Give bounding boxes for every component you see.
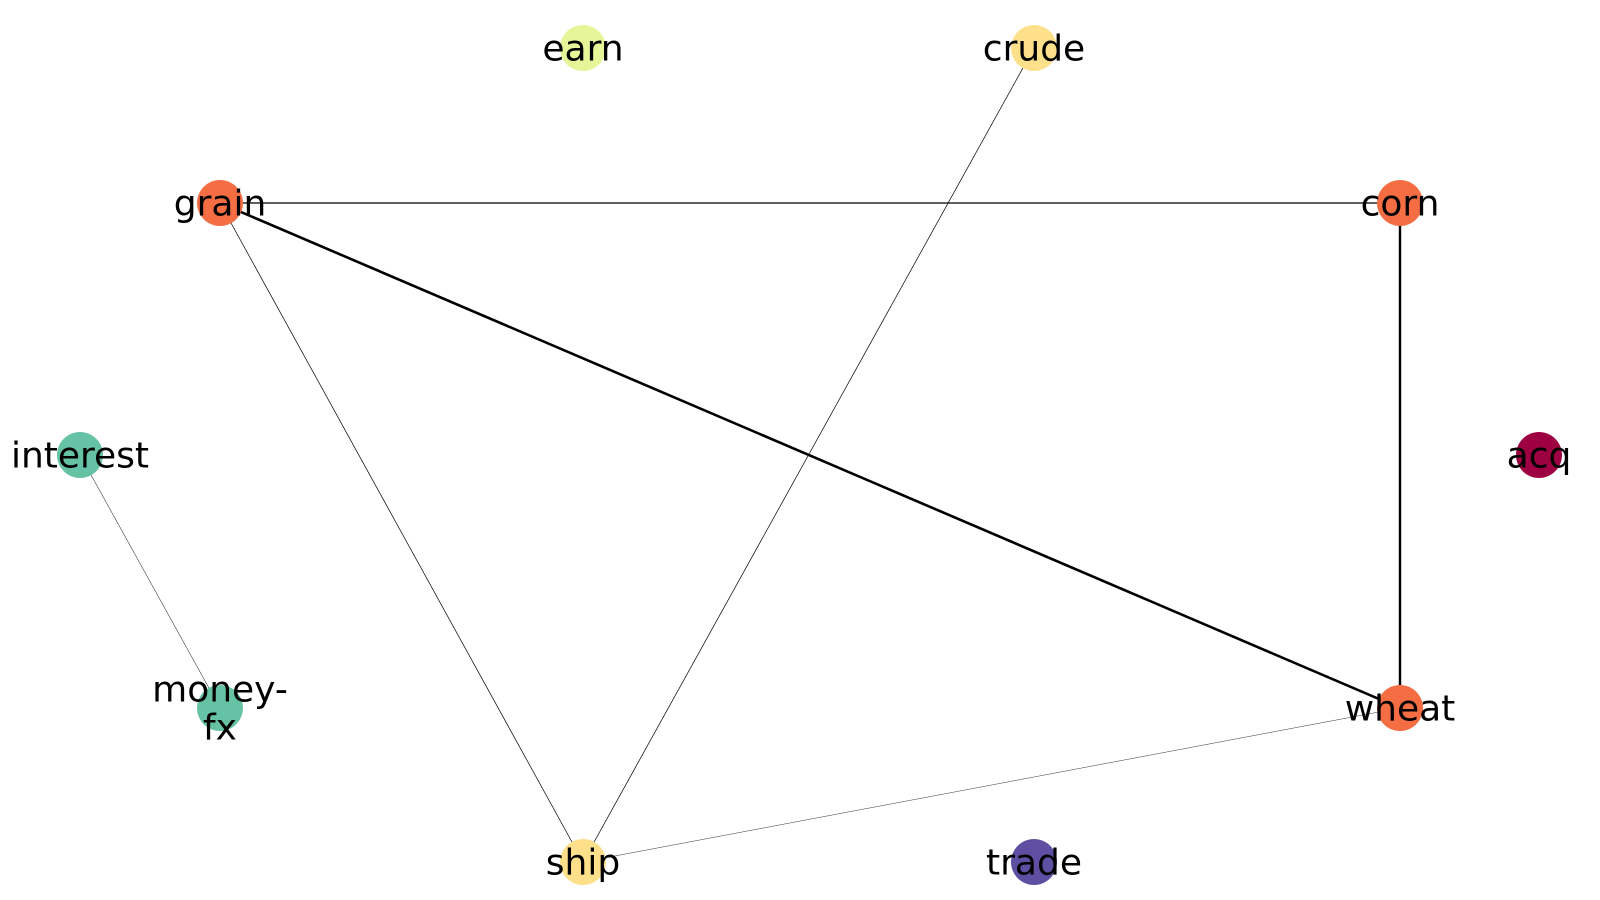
node-label-trade: trade [986, 843, 1082, 884]
edge-grain-wheat [218, 201, 1402, 710]
node-label-interest: interest [11, 436, 149, 477]
node-wheat [1377, 685, 1423, 731]
node-label-earn: earn [542, 29, 623, 70]
edge-ship-wheat [582, 707, 1401, 863]
nodes-layer [57, 25, 1562, 885]
node-trade [1011, 839, 1057, 885]
node-label-grain: grain [174, 184, 267, 225]
labels-layer: earn crude grain corn interest acq money-fx whe… [11, 29, 1571, 884]
node-corn [1377, 180, 1423, 226]
node-ship [560, 839, 606, 885]
node-interest [57, 432, 103, 478]
node-earn [560, 25, 606, 71]
node-acq [1516, 432, 1562, 478]
node-label-wheat: wheat [1345, 689, 1456, 730]
node-label-money-fx: money-fx [152, 670, 288, 749]
node-grain [197, 180, 243, 226]
node-label-acq: acq [1507, 436, 1572, 477]
node-crude [1011, 25, 1057, 71]
edge-crude-ship [582, 47, 1035, 863]
edge-grain-ship [219, 202, 584, 863]
node-label-ship: ship [546, 843, 620, 884]
node-money-fx [197, 685, 243, 731]
edge-interest-money-fx [79, 454, 221, 709]
node-label-crude: crude [983, 29, 1085, 70]
edges-layer [79, 47, 1402, 863]
node-label-corn: corn [1361, 184, 1440, 225]
